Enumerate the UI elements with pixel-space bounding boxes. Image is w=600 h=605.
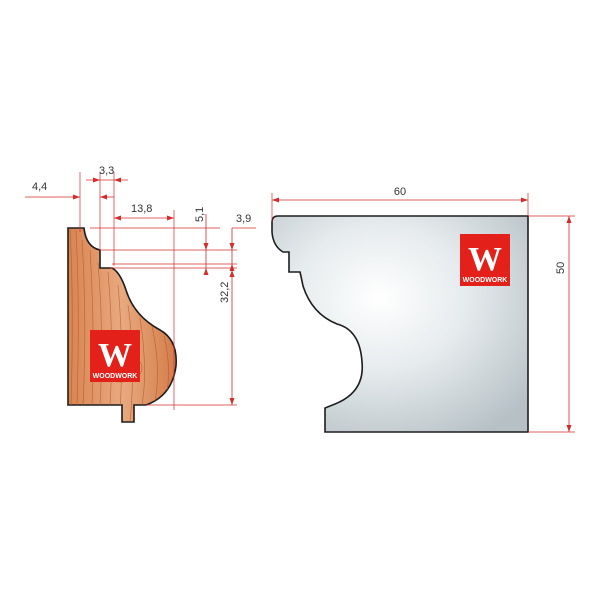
wood-profile-fill [67,227,177,423]
logo-word: WOODWORK [93,373,138,380]
dim-label-3-3: 3,3 [99,165,114,177]
dim-label-5-1: 5,1 [194,207,206,222]
logo-background [90,330,140,382]
dim-label-32-2: 32,2 [219,282,231,303]
right-dimensions: 60 50 [271,186,575,433]
logo-mark: W [98,337,132,374]
logo-word: WOODWORK [463,277,508,284]
woodwork-logo-left: W WOODWORK [90,330,140,382]
wood-profile [67,227,177,423]
dim-label-50: 50 [555,262,567,274]
logo-background [460,234,510,286]
dim-label-3-9: 3,9 [236,213,251,225]
woodwork-logo-right: W WOODWORK [460,234,510,286]
dim-label-4-4: 4,4 [32,181,47,193]
dim-label-60: 60 [394,186,406,198]
dim-label-13-8: 13,8 [131,203,152,215]
logo-mark: W [468,241,502,278]
left-dimensions: 4,4 3,3 13,8 5,1 3,9 32,2 [25,165,256,410]
